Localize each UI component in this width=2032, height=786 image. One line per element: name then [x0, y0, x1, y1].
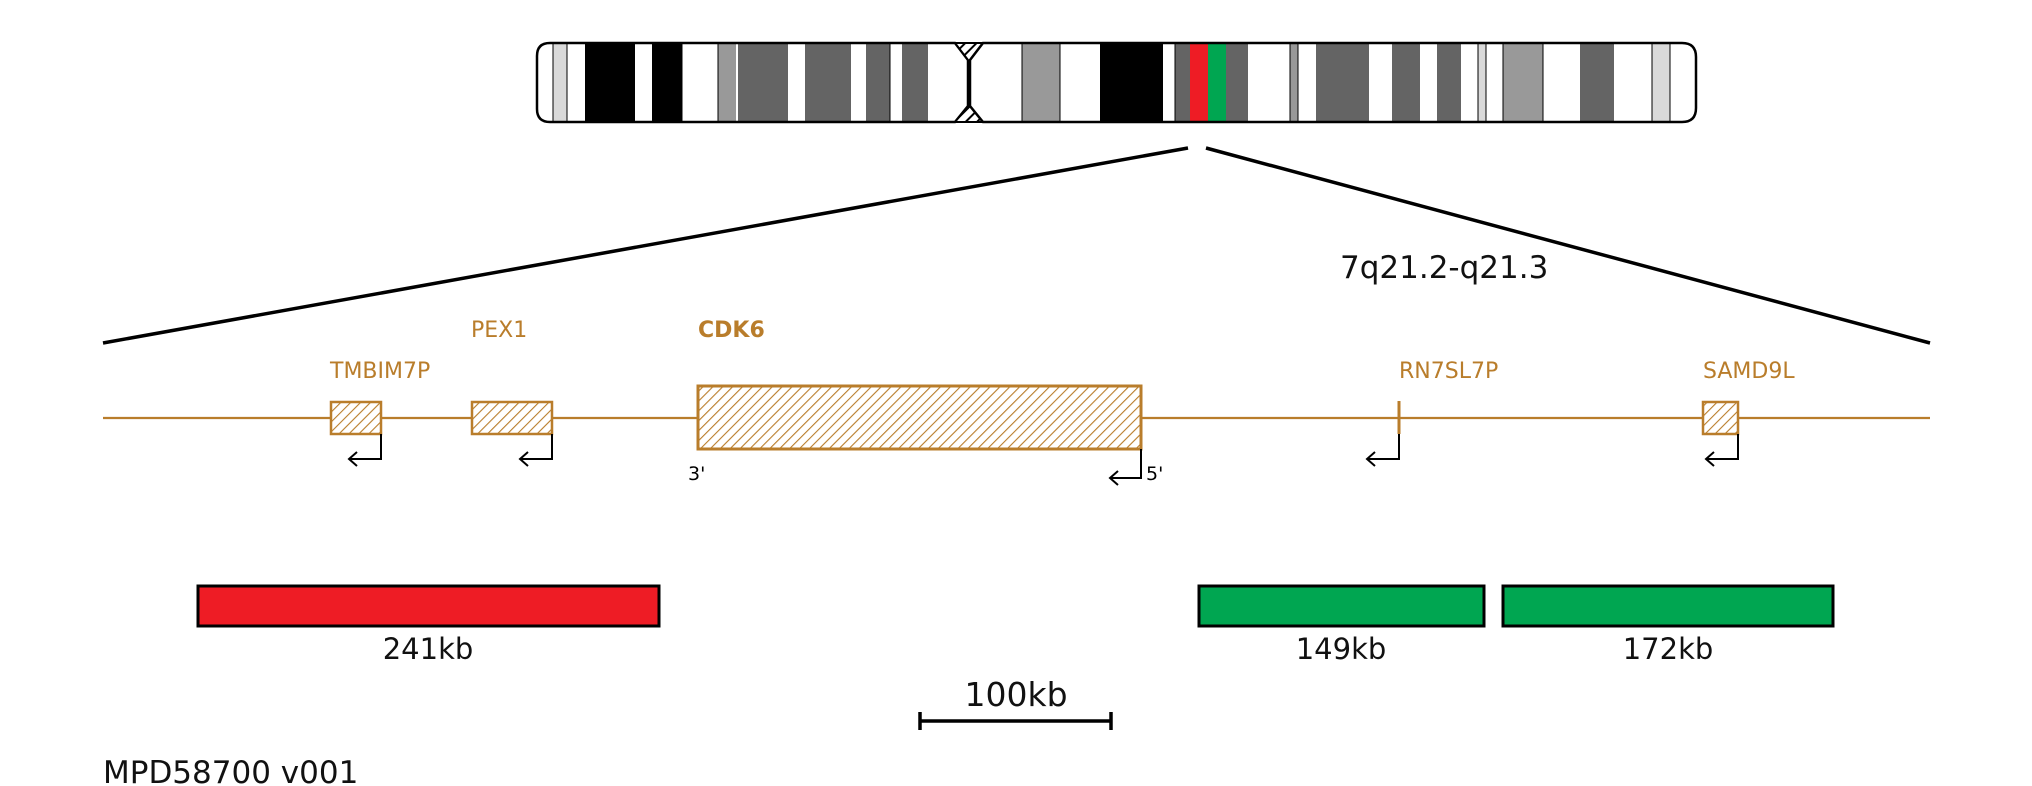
- probe-green-149kb: 149kb: [1197, 584, 1486, 666]
- p-arm: [537, 43, 968, 122]
- product-code: MPD58700 v001: [103, 755, 358, 786]
- p-arm-outline: [535, 41, 970, 124]
- gene-pex1: PEX1: [470, 318, 554, 467]
- zoom-line-right: [1205, 146, 1931, 345]
- probe-red-241kb: 241kb: [196, 584, 661, 666]
- gene-samd9l: SAMD9L: [1701, 359, 1795, 467]
- gene-end-5prime: 5': [1146, 463, 1163, 485]
- probe-green-172kb: 172kb: [1501, 584, 1835, 666]
- scale-bar: 100kb: [918, 675, 1113, 730]
- scale-bar-label: 100kb: [964, 675, 1067, 714]
- probe-label: 149kb: [1296, 632, 1387, 666]
- gene-label-samd9l: SAMD9L: [1703, 359, 1795, 384]
- gene-label-rn7sl7p: RN7SL7P: [1399, 359, 1498, 384]
- region-label: 7q21.2-q21.3: [1340, 250, 1548, 286]
- gene-tmbim7p: TMBIM7P: [329, 359, 430, 467]
- gene-label-tmbim7p: TMBIM7P: [329, 359, 430, 384]
- probe-label: 241kb: [383, 632, 474, 666]
- probe-label: 172kb: [1623, 632, 1714, 666]
- gene-label-cdk6: CDK6: [698, 318, 765, 343]
- zoom-line-left: [102, 146, 1189, 345]
- gene-rn7sl7p: RN7SL7P: [1365, 359, 1498, 467]
- chromosome-ideogram: [535, 41, 1698, 124]
- gene-cdk6: CDK6 3' 5': [688, 318, 1163, 486]
- gene-label-pex1: PEX1: [471, 318, 527, 343]
- q-arm: [970, 43, 1696, 122]
- q-arm-outline: [968, 41, 1698, 124]
- gene-end-3prime: 3': [688, 463, 705, 485]
